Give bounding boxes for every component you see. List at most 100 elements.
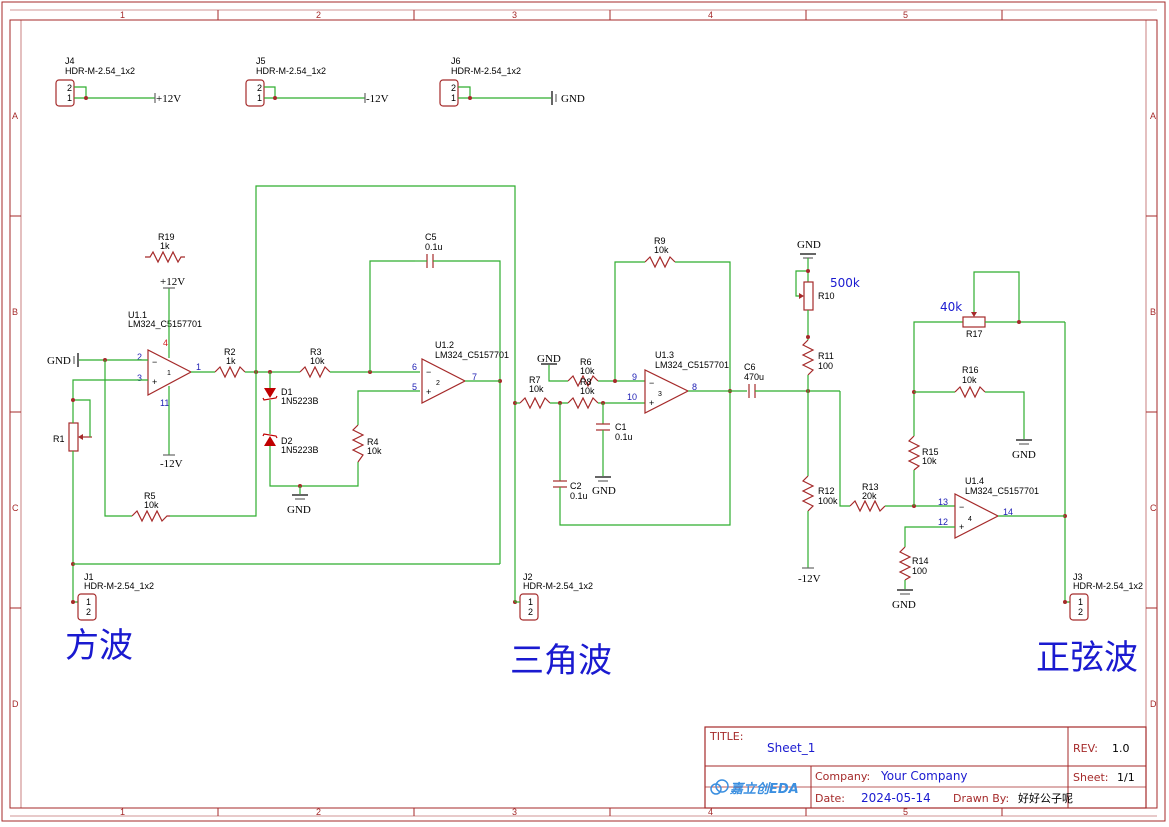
resistor-r3[interactable]: R3 10k bbox=[299, 347, 331, 379]
svg-text:100: 100 bbox=[912, 566, 927, 576]
net-minus12: -12V bbox=[798, 573, 821, 585]
svg-text:Drawn By:: Drawn By: bbox=[953, 792, 1009, 805]
svg-text:R14: R14 bbox=[912, 556, 929, 566]
opamp-u1-3[interactable]: U1.3 LM324_C5157701 − + 9 10 8 3 bbox=[627, 350, 729, 414]
net-minus12: -12V bbox=[160, 458, 183, 470]
svg-text:1: 1 bbox=[196, 362, 201, 372]
svg-text:14: 14 bbox=[1003, 507, 1013, 517]
connector-j4[interactable]: J4 HDR-M-2.54_1x2 2 1 +12V bbox=[55, 56, 181, 107]
svg-text:HDR-M-2.54_1x2: HDR-M-2.54_1x2 bbox=[65, 66, 135, 76]
row-label: B bbox=[12, 307, 18, 317]
svg-text:10k: 10k bbox=[580, 366, 595, 376]
svg-text:40k: 40k bbox=[940, 300, 962, 314]
svg-text:R3: R3 bbox=[310, 347, 322, 357]
resistor-r5[interactable]: R5 10k bbox=[131, 491, 170, 523]
zener-d2[interactable]: D2 1N5223B bbox=[262, 433, 319, 455]
potentiometer-r1[interactable]: R1 bbox=[53, 422, 92, 452]
svg-text:HDR-M-2.54_1x2: HDR-M-2.54_1x2 bbox=[523, 581, 593, 591]
net-gnd: GND bbox=[892, 599, 916, 611]
net-gnd: GND bbox=[47, 355, 71, 367]
col-label: 5 bbox=[903, 807, 908, 817]
capacitor-c6[interactable]: C6 470u bbox=[744, 362, 764, 398]
connector-j6[interactable]: J6 HDR-M-2.54_1x2 2 1 GND bbox=[439, 56, 585, 107]
svg-text:1: 1 bbox=[167, 370, 171, 377]
resistor-r6[interactable]: R6 10k bbox=[567, 357, 599, 388]
connector-j5[interactable]: J5 HDR-M-2.54_1x2 2 1 -12V bbox=[245, 56, 389, 107]
capacitor-c1[interactable]: C1 0.1u bbox=[596, 422, 633, 442]
capacitor-c5[interactable]: C5 0.1u bbox=[425, 232, 443, 268]
svg-text:R6: R6 bbox=[580, 357, 592, 367]
zener-d1[interactable]: D1 1N5223B bbox=[262, 387, 319, 406]
svg-text:R9: R9 bbox=[654, 236, 666, 246]
connector-j2[interactable]: J2 HDR-M-2.54_1x2 1 2 bbox=[513, 572, 593, 621]
svg-text:−: − bbox=[152, 357, 157, 367]
svg-text:20k: 20k bbox=[862, 491, 877, 501]
resistor-r14[interactable]: R14 100 bbox=[898, 546, 929, 581]
col-label: 4 bbox=[708, 10, 713, 20]
svg-text:TITLE:: TITLE: bbox=[709, 730, 743, 743]
potentiometer-r17[interactable]: 40k R17 bbox=[940, 300, 986, 339]
svg-text:500k: 500k bbox=[830, 276, 860, 290]
svg-text:−: − bbox=[959, 502, 964, 512]
svg-text:2: 2 bbox=[436, 380, 440, 387]
svg-text:R16: R16 bbox=[962, 365, 979, 375]
resistor-r16[interactable]: R16 10k bbox=[954, 365, 986, 399]
capacitor-c2[interactable]: C2 0.1u bbox=[553, 480, 588, 501]
svg-text:R15: R15 bbox=[922, 447, 939, 457]
svg-text:U1.2: U1.2 bbox=[435, 340, 454, 350]
resistor-r13[interactable]: R13 20k bbox=[849, 482, 886, 513]
row-label: C bbox=[12, 503, 19, 513]
title-block: TITLE: Sheet_1 REV: 1.0 Company: Your Co… bbox=[704, 726, 1147, 809]
svg-text:LM324_C5157701: LM324_C5157701 bbox=[655, 360, 729, 370]
opamp-u1-2[interactable]: U1.2 LM324_C5157701 − + 6 5 7 2 bbox=[412, 340, 509, 404]
svg-text:J1: J1 bbox=[84, 572, 94, 582]
net-gnd: GND bbox=[797, 239, 821, 251]
svg-text:13: 13 bbox=[938, 497, 948, 507]
svg-text:2: 2 bbox=[137, 352, 142, 362]
svg-text:U1.4: U1.4 bbox=[965, 476, 984, 486]
resistor-r11[interactable]: R11 100 bbox=[801, 339, 834, 376]
svg-text:6: 6 bbox=[412, 362, 417, 372]
svg-text:11: 11 bbox=[160, 398, 169, 408]
svg-text:+: + bbox=[649, 398, 654, 408]
col-label: 4 bbox=[708, 807, 713, 817]
resistor-r12[interactable]: R12 100k bbox=[801, 475, 838, 512]
svg-text:R2: R2 bbox=[224, 347, 236, 357]
svg-text:+: + bbox=[152, 377, 157, 387]
svg-text:好好公子呢: 好好公子呢 bbox=[1018, 791, 1073, 805]
connector-j1[interactable]: J1 HDR-M-2.54_1x2 1 2 bbox=[71, 572, 154, 621]
connector-j3[interactable]: J3 HDR-M-2.54_1x2 1 2 bbox=[1063, 572, 1143, 621]
resistor-r9[interactable]: R9 10k bbox=[644, 236, 676, 269]
svg-text:J2: J2 bbox=[523, 572, 533, 582]
svg-text:2: 2 bbox=[451, 83, 456, 93]
svg-text:3: 3 bbox=[658, 391, 662, 398]
resistor-r4[interactable]: R4 10k bbox=[351, 424, 382, 463]
label-square-wave: 方波 bbox=[65, 626, 133, 666]
svg-text:R17: R17 bbox=[966, 329, 983, 339]
svg-text:U1.1: U1.1 bbox=[128, 310, 147, 320]
svg-text:R5: R5 bbox=[144, 491, 156, 501]
resistor-r7[interactable]: R7 10k bbox=[519, 375, 551, 410]
svg-text:3: 3 bbox=[137, 373, 142, 383]
opamp-u1-1[interactable]: U1.1 LM324_C5157701 − + 2 3 1 4 11 1 bbox=[128, 310, 202, 408]
resistor-r15[interactable]: R15 10k bbox=[907, 435, 939, 471]
col-label: 2 bbox=[316, 10, 321, 20]
svg-text:1: 1 bbox=[257, 93, 262, 103]
svg-text:1k: 1k bbox=[226, 356, 236, 366]
svg-text:10k: 10k bbox=[654, 245, 669, 255]
net-plus12: +12V bbox=[160, 276, 185, 288]
svg-text:0.1u: 0.1u bbox=[615, 432, 633, 442]
svg-text:−: − bbox=[649, 378, 654, 388]
resistor-r19[interactable]: R19 1k bbox=[145, 232, 185, 264]
svg-text:2: 2 bbox=[528, 607, 533, 617]
svg-text:1: 1 bbox=[67, 93, 72, 103]
resistor-r2[interactable]: R2 1k bbox=[214, 347, 246, 379]
svg-text:C5: C5 bbox=[425, 232, 437, 242]
svg-text:J6: J6 bbox=[451, 56, 461, 66]
resistor-r8[interactable]: R8 10k bbox=[567, 377, 599, 410]
svg-text:R10: R10 bbox=[818, 291, 835, 301]
row-label: A bbox=[1150, 111, 1156, 121]
svg-text:R8: R8 bbox=[580, 377, 592, 387]
opamp-u1-4[interactable]: U1.4 LM324_C5157701 − + 13 12 14 4 bbox=[938, 476, 1039, 539]
